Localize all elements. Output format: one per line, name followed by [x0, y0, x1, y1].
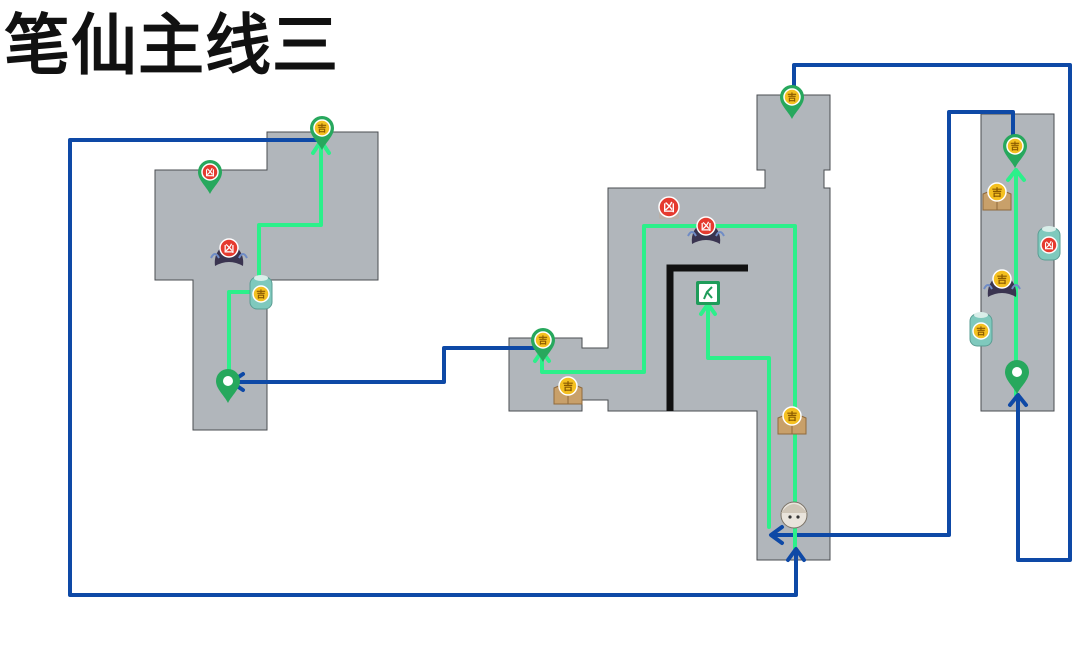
map-pin-icon: 吉: [780, 85, 804, 119]
token-glyph: 凶: [701, 221, 711, 233]
token-glyph: 吉: [997, 273, 1007, 286]
blue-route-left-loop: [68, 138, 798, 597]
token-glyph: 吉: [787, 410, 797, 423]
map-pin-icon: [216, 369, 240, 403]
ghost-enemy-icon: 凶: [687, 216, 725, 244]
token-glyph: 吉: [787, 91, 796, 103]
green-route: [227, 138, 1018, 552]
green-route-center-hall: [540, 224, 797, 552]
blue-route: [68, 63, 1072, 597]
map-pin-icon: [1005, 360, 1029, 394]
arrow-up-bottom-center: [786, 547, 806, 562]
jar-icon: 凶: [1037, 226, 1061, 261]
token-glyph: 吉: [976, 325, 985, 337]
treasure-box-icon: 吉: [553, 376, 583, 405]
token-glyph: 凶: [1044, 240, 1053, 251]
jar-icon: 吉: [969, 312, 993, 347]
token-glyph: 吉: [992, 186, 1002, 199]
arrow-up-right-blue: [1008, 393, 1028, 407]
treasure-box-icon: 吉: [777, 406, 807, 435]
inner-wall: [666, 264, 748, 411]
token-glyph: 吉: [256, 288, 265, 300]
bad-token-icon: 凶: [658, 196, 680, 219]
token-glyph: 吉: [538, 334, 547, 346]
blue-route-top-loop: [792, 63, 1072, 562]
ghost-enemy-icon: 吉: [983, 269, 1021, 297]
blue-route-right-to-center: [770, 110, 1015, 537]
token-glyph: 凶: [205, 167, 214, 178]
arrow-left-avatar: [769, 525, 784, 545]
walls-layer: [666, 264, 748, 411]
treasure-box-icon: 吉: [982, 182, 1012, 211]
blue-route-center-to-left: [230, 346, 542, 384]
jar-icon: 吉: [249, 275, 273, 310]
map-pin-icon: 吉: [1003, 134, 1027, 168]
ghost-enemy-icon: 凶: [210, 238, 248, 266]
token-glyph: 吉: [317, 122, 326, 134]
token-glyph: 凶: [224, 243, 234, 255]
rooms-layer: [154, 94, 1055, 561]
green-route-exit: [706, 303, 771, 529]
arrow-up-right-green: [1006, 168, 1026, 182]
green-route-left: [227, 138, 323, 384]
page-title: 笔仙主线三: [4, 7, 339, 84]
map-pin-icon: 吉: [531, 328, 555, 362]
map-pin-icon: 吉: [310, 116, 334, 150]
player-avatar-icon: [780, 501, 808, 529]
token-glyph: 凶: [663, 200, 675, 214]
token-glyph: 吉: [563, 380, 573, 393]
map-pin-icon: 凶: [198, 160, 222, 194]
exit-sign-icon: [696, 281, 720, 305]
token-glyph: 吉: [1010, 140, 1019, 152]
